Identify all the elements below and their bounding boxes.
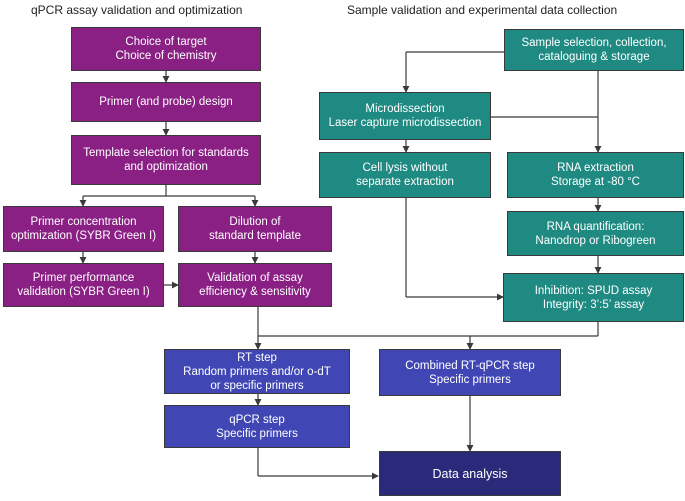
box-validation-assay: Validation of assay efficiency & sensiti… [178,263,332,307]
box-choice-of-target: Choice of target Choice of chemistry [71,27,261,71]
box-primer-performance: Primer performance validation (SYBR Gree… [3,263,164,307]
box-template-selection: Template selection for standards and opt… [71,135,261,185]
heading-qpcr-assay: qPCR assay validation and optimization [31,3,243,17]
box-dilution-standard: Dilution of standard template [178,206,332,252]
box-sample-selection: Sample selection, collection, cataloguin… [504,29,684,71]
box-primer-concentration: Primer concentration optimization (SYBR … [3,206,164,252]
box-primer-design: Primer (and probe) design [71,82,261,122]
box-rna-quantification: RNA quantification: Nanodrop or Ribogree… [507,211,684,256]
box-rt-step: RT step Random primers and/or o-dT or sp… [164,349,350,394]
box-rna-extraction: RNA extraction Storage at -80 °C [507,152,684,198]
box-cell-lysis: Cell lysis without separate extraction [319,152,491,198]
box-microdissection: Microdissection Laser capture microdisse… [319,92,491,140]
heading-sample-validation: Sample validation and experimental data … [347,3,618,17]
box-qpcr-step: qPCR step Specific primers [164,405,350,448]
box-data-analysis: Data analysis [379,451,561,496]
box-inhibition-integrity: Inhibition: SPUD assay Integrity: 3’:5’ … [503,273,684,322]
box-combined-rt-qpcr: Combined RT-qPCR step Specific primers [379,349,561,396]
